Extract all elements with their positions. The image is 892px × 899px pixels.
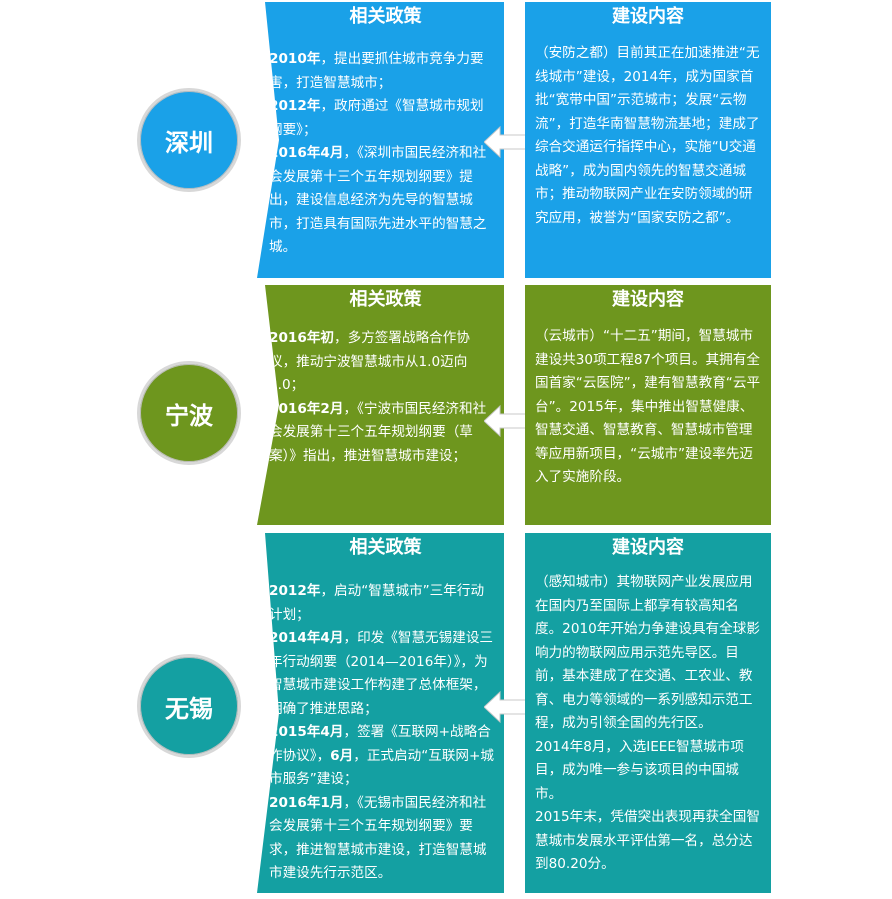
policy-item: 2016年初，多方签署战略合作协议，推动宁波智慧城市从1.0迈向2.0； [269, 330, 470, 393]
content-paragraph: （感知城市）其物联网产业发展应用在国内乃至国际上都享有较高知名度。2010年开始… [535, 574, 760, 731]
policy-item: 2015年4月，签署《互联网+战略合作协议》，6月，正式启动“互联网+城市服务”… [269, 724, 495, 787]
policy-item: 2010年，提出要抓住城市竞争力要害，打造智慧城市； [269, 51, 484, 91]
policy-panel-ningbo: 相关政策 2016年初，多方签署战略合作协议，推动宁波智慧城市从1.0迈向2.0… [257, 285, 504, 525]
policy-panel-wuxi: 相关政策 2012年，启动“智慧城市”三年行动计划； 2014年4月，印发《智慧… [257, 533, 504, 893]
policy-heading: 相关政策 [349, 6, 422, 27]
content-paragraph: 2014年8月，入选IEEE智慧城市项目，成为唯一参与该项目的中国城市。 [535, 738, 744, 802]
content-body: （感知城市）其物联网产业发展应用在国内乃至国际上都享有较高知名度。2010年开始… [525, 571, 771, 877]
policy-body: 2010年，提出要抓住城市竞争力要害，打造智慧城市； 2012年，政府通过《智慧… [257, 48, 504, 260]
policy-item: 2016年2月，《宁波市国民经济和社会发展第十三个五年规划纲要（草案）》指出，推… [269, 400, 487, 464]
policy-item: 2016年4月，《深圳市国民经济和社会发展第十三个五年规划纲要》提出，建设信息经… [269, 145, 487, 255]
policy-body: 2012年，启动“智慧城市”三年行动计划； 2014年4月，印发《智慧无锡建设三… [257, 580, 504, 886]
city-name: 无锡 [165, 694, 213, 723]
city-name: 宁波 [165, 401, 213, 430]
policy-item: 2012年，启动“智慧城市”三年行动计划； [269, 583, 485, 623]
city-circle-wuxi: 无锡 [137, 654, 241, 758]
policy-body: 2016年初，多方签署战略合作协议，推动宁波智慧城市从1.0迈向2.0； 201… [257, 327, 504, 468]
policy-item: 2014年4月，印发《智慧无锡建设三年行动纲要（2014—2016年）》，为智慧… [269, 630, 494, 717]
city-circle-shenzhen: 深圳 [137, 88, 241, 192]
content-panel-wuxi: 建设内容 （感知城市）其物联网产业发展应用在国内乃至国际上都享有较高知名度。20… [525, 533, 771, 893]
content-body: （云城市）“十二五”期间，智慧城市建设共30项工程87个项目。其拥有全国首家“云… [535, 328, 761, 485]
policy-heading: 相关政策 [349, 289, 422, 310]
city-name: 深圳 [165, 128, 213, 157]
policy-panel-shenzhen: 相关政策 2010年，提出要抓住城市竞争力要害，打造智慧城市； 2012年，政府… [257, 2, 504, 278]
content-heading: 建设内容 [612, 6, 684, 27]
content-body: （安防之都）目前其正在加速推进“无线城市”建设，2014年，成为国家首批“宽带中… [535, 45, 760, 226]
policy-heading: 相关政策 [349, 537, 422, 558]
policy-item: 2012年，政府通过《智慧城市规划纲要》； [269, 98, 484, 138]
content-paragraph: 2015年末，凭借突出表现再获全国智慧城市发展水平评估第一名，总分达到80.20… [535, 809, 760, 872]
city-circle-ningbo: 宁波 [137, 361, 241, 465]
content-panel-shenzhen: 建设内容 （安防之都）目前其正在加速推进“无线城市”建设，2014年，成为国家首… [525, 2, 771, 278]
content-panel-ningbo: 建设内容 （云城市）“十二五”期间，智慧城市建设共30项工程87个项目。其拥有全… [525, 285, 771, 525]
content-heading: 建设内容 [612, 289, 684, 310]
content-heading: 建设内容 [612, 537, 684, 558]
policy-item: 2016年1月，《无锡市国民经济和社会发展第十三个五年规划纲要》要求，推进智慧城… [269, 794, 487, 882]
